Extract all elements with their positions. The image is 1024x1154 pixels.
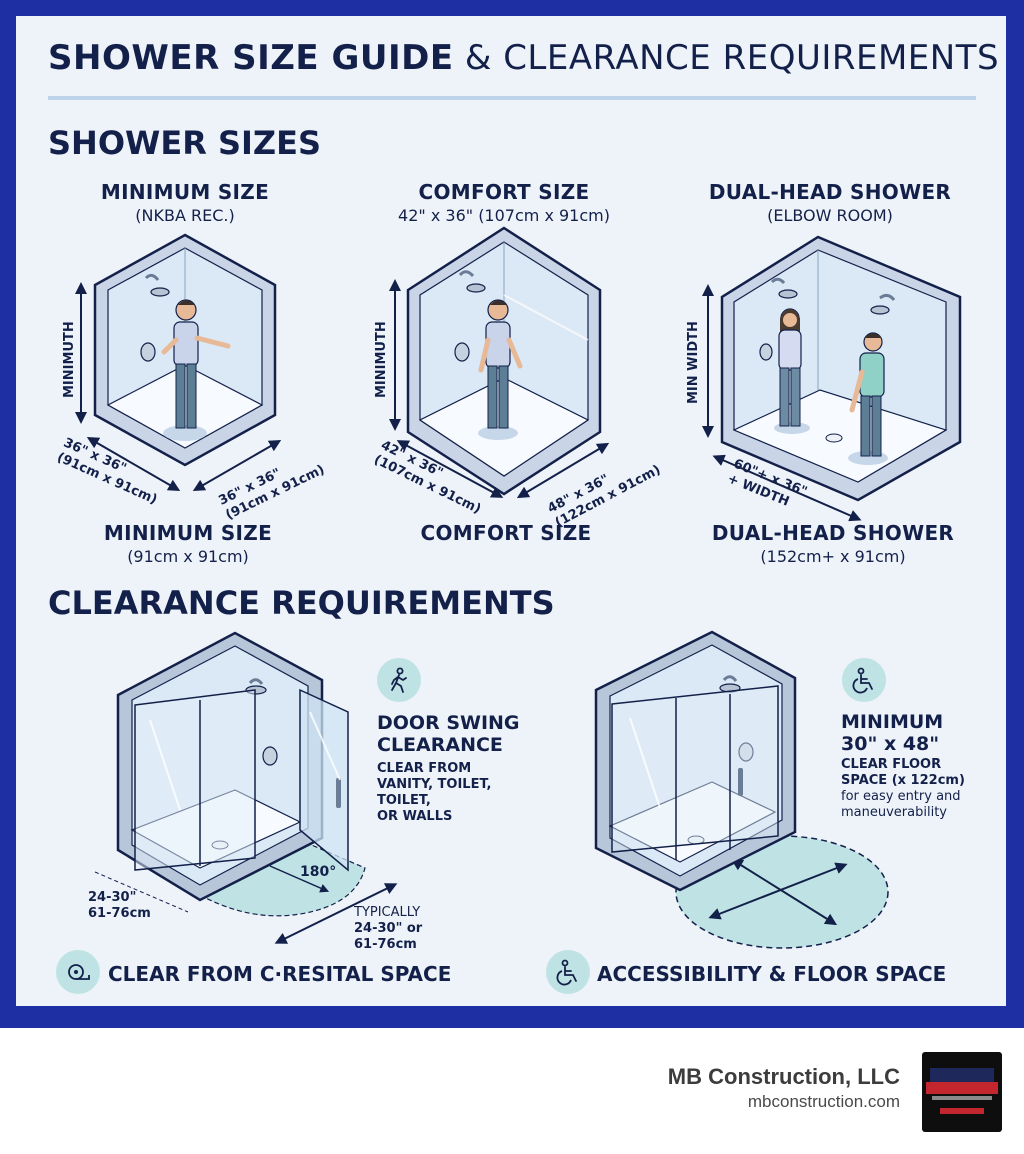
page-title: SHOWER SIZE GUIDE & CLEARANCE REQUIREMEN… [48, 38, 1000, 78]
size-heading-dual: DUAL-HEAD SHOWER(ELBOW ROOM) [708, 180, 952, 225]
walking-person-icon [377, 658, 421, 702]
access-footer-label: ACCESSIBILITY & FLOOR SPACE [597, 962, 947, 986]
vertical-label-minimum: MINIMUTH [62, 321, 77, 398]
comfort-shower-drawing [389, 226, 610, 499]
vertical-label-dual: MIN WIDTH [686, 321, 701, 404]
minimum-shower-drawing [75, 233, 282, 492]
size-caption-dual: DUAL-HEAD SHOWER(152cm+ x 91cm) [711, 521, 955, 566]
size-heading-minimum: MINIMUM SIZE(NKBA REC.) [100, 180, 270, 225]
tape-measure-icon [56, 950, 100, 994]
company-logo [922, 1052, 1002, 1132]
door-dim-left: 24-30"61-76cm [88, 890, 151, 921]
section-heading-clearance: CLEARANCE REQUIREMENTS [48, 584, 555, 622]
brand-block: MB Construction, LLC mbconstruction.com [668, 1064, 900, 1112]
door-footer-label: CLEAR FROM C·RESITAL SPACE [108, 962, 452, 986]
wheelchair-footer-icon [546, 950, 590, 994]
title-divider [48, 96, 976, 100]
brand-name: MB Construction, LLC [667, 1064, 900, 1089]
vertical-label-comfort: MINIMUTH [374, 321, 389, 398]
wheelchair-icon [842, 658, 886, 702]
dual-head-shower-drawing [702, 235, 962, 522]
brand-url: mbconstruction.com [747, 1092, 900, 1111]
size-caption-comfort: COMFORT SIZE [420, 521, 592, 545]
accessibility-drawing [594, 630, 889, 949]
section-heading-sizes: SHOWER SIZES [48, 124, 322, 162]
size-caption-minimum: MINIMUM SIZE(91cm x 91cm) [103, 521, 273, 566]
shower-size-illustrations [75, 226, 962, 949]
door-swing-drawing [94, 631, 398, 944]
door-swing-angle: 180° [300, 864, 337, 880]
